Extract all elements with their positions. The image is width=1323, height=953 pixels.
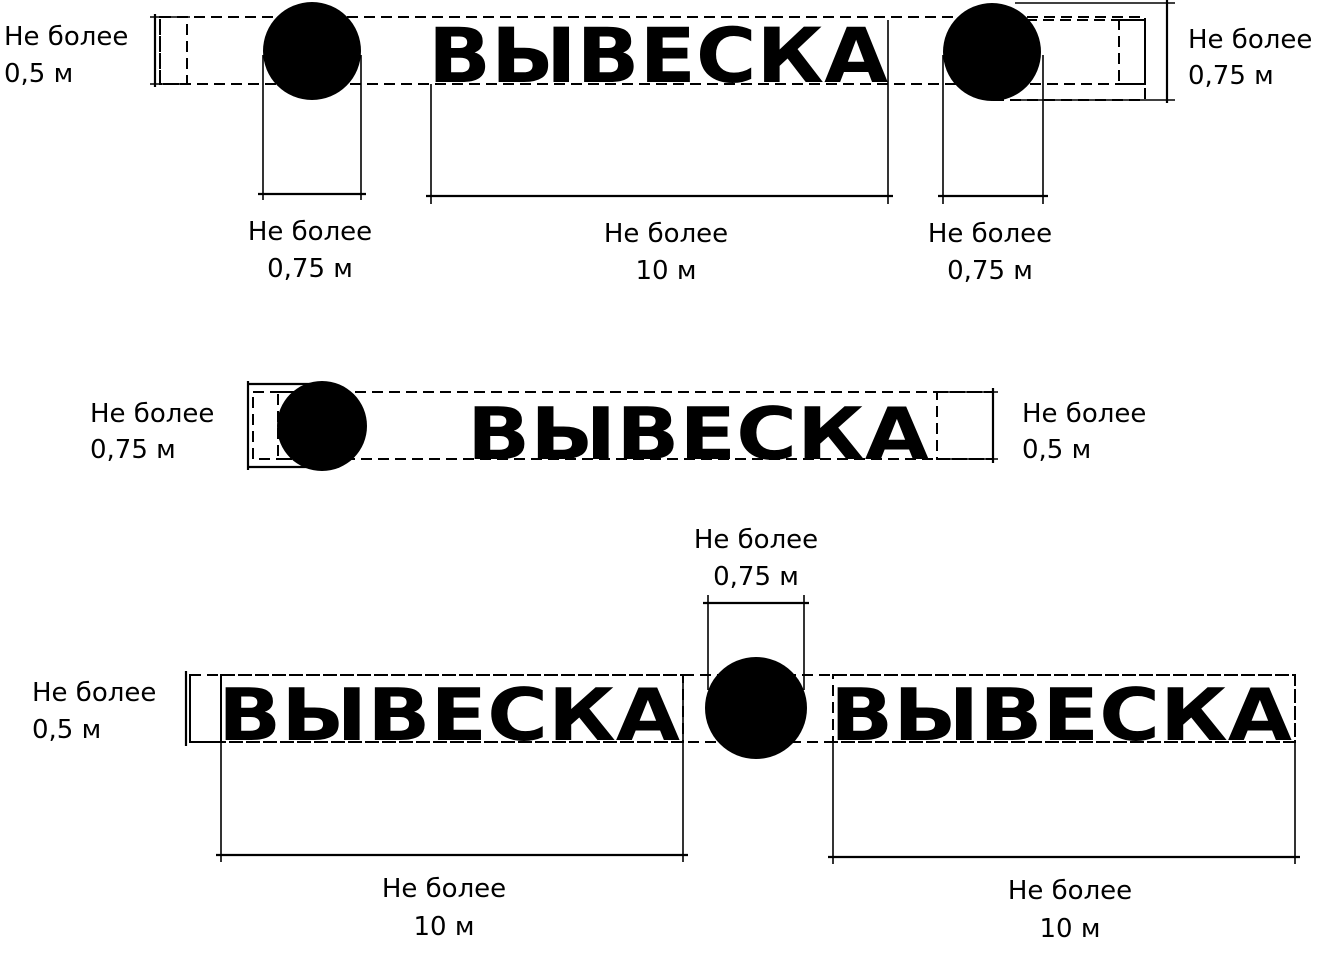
scheme-2: ВЫВЕСКА Не более 0,75 м Не более 0,5 м [90,381,1146,476]
sign-text: ВЫВЕСКА [467,392,929,476]
dim-label-not-more: Не более [4,22,128,52]
right-margin-zone [936,391,994,460]
dim-label-value: 0,75 м [947,256,1033,286]
sign-text: ВЫВЕСКА [428,11,888,100]
dim-label-value: 10 м [636,256,697,286]
dim-label-value: 0,5 м [32,715,101,745]
dim-label-value: 0,5 м [1022,435,1091,465]
dim-label-not-more: Не более [604,219,728,249]
text-zone [832,674,1296,743]
round-console-sign [263,2,361,100]
dim-label-not-more: Не более [928,219,1052,249]
dim-label-value: 10 м [414,912,475,942]
sign-text: ВЫВЕСКА [218,673,680,757]
round-console-sign [277,381,367,471]
dim-label-not-more: Не более [248,217,372,247]
dim-label-not-more: Не более [1008,876,1132,906]
round-console-sign [705,657,807,759]
dim-label-not-more: Не более [1022,399,1146,429]
dim-label-not-more: Не более [382,874,506,904]
dim-label-not-more: Не более [90,399,214,429]
sign-text: ВЫВЕСКА [830,673,1292,757]
dim-label-value: 10 м [1040,914,1101,944]
round-console-sign [943,3,1041,101]
dim-label-not-more: Не более [1188,25,1312,55]
dim-label-value: 0,75 м [1188,61,1274,91]
scheme-3: ВЫВЕСКА ВЫВЕСКА Не более 0,75 м Не более… [32,525,1300,944]
dim-label-value: 0,5 м [4,59,73,89]
left-margin-zone [189,674,222,743]
dim-label-not-more: Не более [694,525,818,555]
dim-label-value: 0,75 м [267,254,353,284]
dim-label-value: 0,75 м [90,435,176,465]
dim-label-not-more: Не более [32,678,156,708]
dim-label-value: 0,75 м [713,562,799,592]
left-margin-zone [159,16,188,85]
right-margin-zone [1118,19,1146,85]
scheme-1: ВЫВЕСКА Не более 0,5 м Не более 0,75 м Н… [4,0,1312,286]
